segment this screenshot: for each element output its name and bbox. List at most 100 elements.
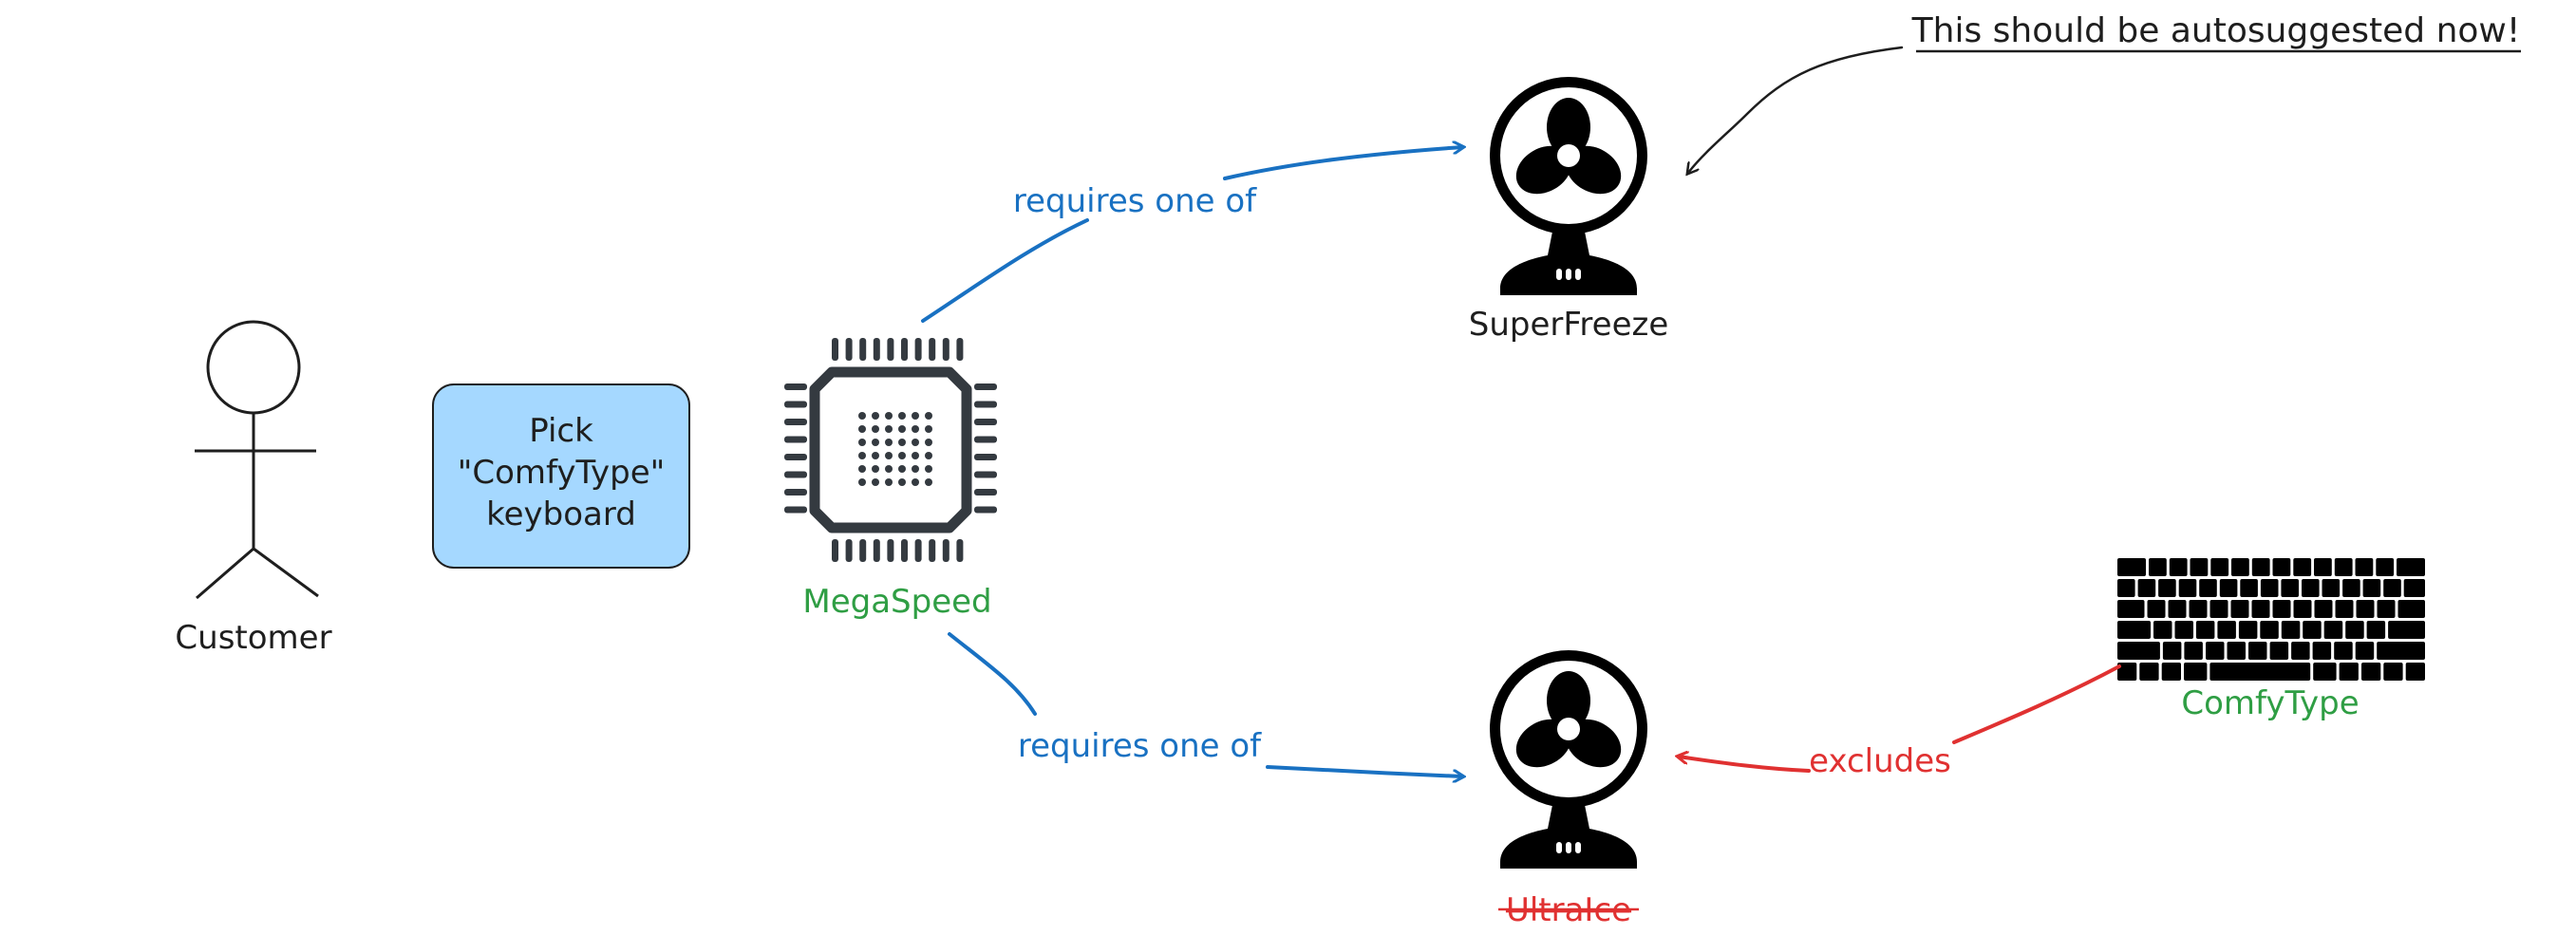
keyboard-key	[2209, 600, 2228, 618]
chip-dot	[885, 425, 893, 433]
chip-dot	[858, 478, 866, 486]
keyboard-key	[2251, 558, 2270, 576]
keyboard-key	[2251, 600, 2270, 618]
keyboard-key	[2383, 663, 2403, 681]
keyboard-key	[2376, 558, 2395, 576]
keyboard-key	[2168, 600, 2187, 618]
edge-excludes: excludes	[1679, 664, 2121, 780]
keyboard-key	[2169, 558, 2188, 576]
chip-dot	[912, 478, 919, 486]
chip-dot	[872, 425, 879, 433]
edge-requires-top: requires one of	[921, 147, 1462, 323]
keyboard-key	[2281, 579, 2299, 597]
chip-dot	[925, 452, 932, 459]
keyboard-key	[2313, 663, 2337, 681]
keyboard-key	[2302, 579, 2320, 597]
chip-dot	[872, 478, 879, 486]
chip-pin	[974, 401, 997, 408]
keyboard-key	[2238, 621, 2258, 639]
keyboard-key	[2117, 579, 2135, 597]
keyboard-key	[2231, 558, 2249, 576]
keyboard-key	[2209, 663, 2311, 681]
chip-pin	[974, 436, 997, 443]
keyboard-key	[2334, 558, 2353, 576]
keyboard-key	[2334, 642, 2353, 660]
chip-pin	[784, 454, 807, 460]
keyboard-key	[2383, 579, 2401, 597]
keyboard-key	[2269, 642, 2289, 660]
chip-dot	[898, 478, 906, 486]
keyboard-key	[2366, 621, 2386, 639]
keyboard-key	[2388, 621, 2425, 639]
superfreeze-label: SuperFreeze	[1469, 306, 1669, 344]
keyboard-key	[2293, 600, 2312, 618]
megaspeed-node: MegaSpeed	[784, 338, 997, 621]
edge-requires-bottom-line	[948, 632, 1037, 716]
keyboard-key	[2312, 642, 2332, 660]
keyboard-key	[2199, 579, 2217, 597]
edge-requires-bottom-label: requires one of	[1018, 727, 1262, 765]
chip-dot	[925, 465, 932, 473]
chip-dot	[925, 425, 932, 433]
action-box-line-3: keyboard	[486, 496, 636, 533]
chip-pin	[974, 471, 997, 478]
chip-dot	[885, 478, 893, 486]
actor-label: Customer	[175, 619, 331, 657]
keyboard-key	[2322, 579, 2341, 597]
chip-pin	[914, 539, 922, 562]
edge-excludes-line-2	[1679, 757, 1811, 773]
chip-dot	[898, 465, 906, 473]
action-box-line-2: "ComfyType"	[458, 454, 666, 492]
keyboard-key	[2219, 579, 2238, 597]
chip-dot	[925, 439, 932, 446]
keyboard-key	[2355, 558, 2374, 576]
chip-pin	[929, 539, 936, 562]
keyboard-key	[2137, 579, 2156, 597]
keyboard-key	[2293, 558, 2312, 576]
chip-dot	[898, 425, 906, 433]
annotation: This should be autosuggested now!	[1688, 11, 2521, 173]
chip-pin	[974, 489, 997, 496]
chip-dot	[885, 452, 893, 459]
chip-pin	[859, 539, 867, 562]
chip-dot	[912, 425, 919, 433]
keyboard-key	[2377, 600, 2396, 618]
keyboard-key	[2291, 642, 2310, 660]
chip-pin	[942, 539, 950, 562]
chip-dot	[925, 412, 932, 420]
keyboard-key	[2117, 600, 2145, 618]
ultraice-node: UltraIce	[1490, 650, 1647, 929]
keyboard-key	[2190, 558, 2209, 576]
chip-dot	[872, 452, 879, 459]
keyboard-key	[2139, 663, 2159, 681]
chip-pin	[974, 383, 997, 390]
keyboard-key	[2356, 600, 2375, 618]
keyboard-key	[2397, 558, 2425, 576]
chip-dot	[885, 465, 893, 473]
chip-dot	[885, 439, 893, 446]
comfytype-label: ComfyType	[2181, 684, 2359, 722]
chip-dot	[925, 478, 932, 486]
edge-requires-top-line-2	[1223, 147, 1462, 180]
keyboard-key	[2217, 621, 2236, 639]
keyboard-key	[2335, 600, 2354, 618]
keyboard-key	[2355, 642, 2375, 660]
chip-pin	[784, 401, 807, 408]
keyboard-key	[2195, 621, 2215, 639]
keyboard-key	[2248, 642, 2267, 660]
chip-pin	[901, 539, 908, 562]
chip-dot	[912, 452, 919, 459]
chip-pin	[901, 338, 908, 361]
fan-icon	[1490, 650, 1647, 869]
keyboard-key	[2147, 600, 2166, 618]
chip-dot	[858, 452, 866, 459]
chip-pin	[845, 338, 853, 361]
annotation-arrow	[1688, 46, 1904, 173]
chip-pin	[873, 539, 880, 562]
keyboard-key	[2323, 621, 2343, 639]
chip-dot	[858, 412, 866, 420]
cpu-chip-icon	[784, 338, 997, 562]
keyboard-key	[2149, 558, 2167, 576]
keyboard-key	[2260, 621, 2279, 639]
keyboard-key	[2397, 600, 2425, 618]
